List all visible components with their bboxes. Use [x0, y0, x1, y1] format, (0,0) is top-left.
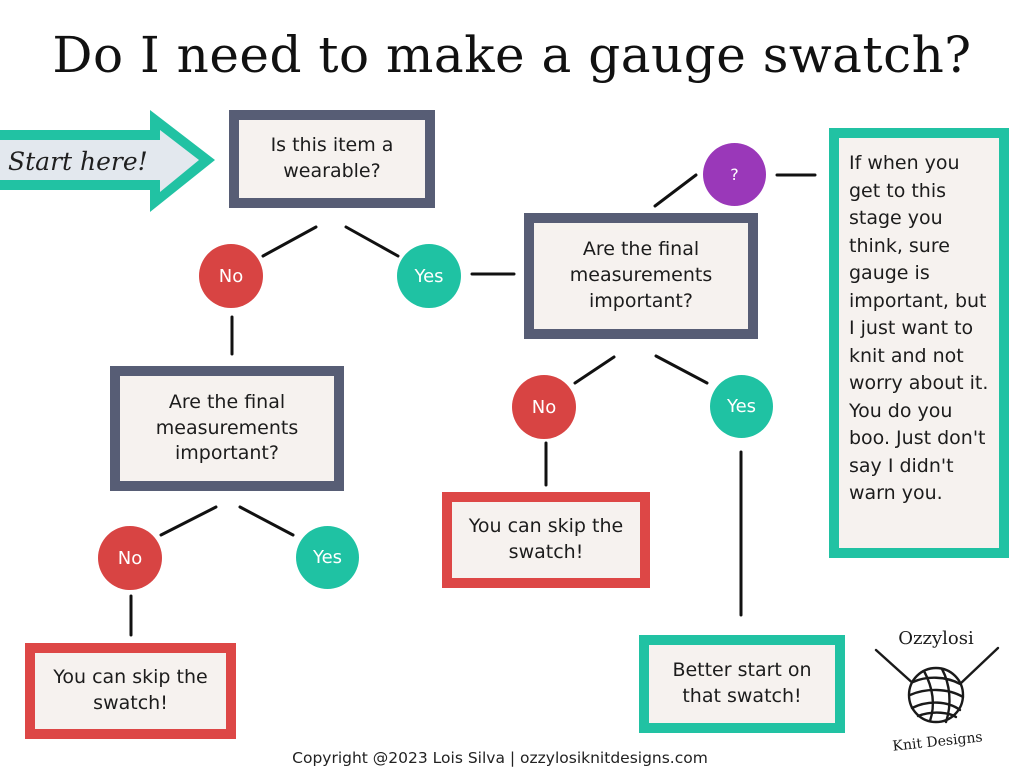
node-skip-left: You can skip the swatch!: [25, 643, 236, 739]
line-left-yes: [238, 505, 295, 537]
line-wearable-yes: [344, 225, 400, 258]
brand-logo: Ozzylosi Knit Designs: [874, 628, 1000, 755]
answer-yes-wearable: Yes: [397, 244, 461, 308]
node-measure-right: Are the final measurements important?: [524, 213, 758, 339]
answer-yes-left: Yes: [296, 526, 359, 589]
answer-no-left: No: [98, 526, 162, 590]
footer-copyright: Copyright @2023 Lois Silva | ozzylosikni…: [292, 749, 708, 767]
node-start-swatch: Better start on that swatch!: [639, 635, 845, 733]
line-wearable-no: [261, 225, 318, 258]
line-measure-question: [653, 173, 698, 208]
line-measure-yes: [654, 354, 709, 385]
node-wearable: Is this item a wearable?: [229, 110, 435, 208]
question-circle: ?: [703, 143, 766, 206]
node-measure-left-text: Are the final measurements important?: [155, 390, 299, 465]
node-skip-left-text: You can skip the swatch!: [53, 666, 208, 714]
node-start-swatch-text: Better start on that swatch!: [672, 659, 812, 707]
node-skip-right-text: You can skip the swatch!: [468, 515, 624, 563]
start-arrow: [0, 110, 215, 212]
chart-title: Do I need to make a gauge swatch?: [52, 26, 972, 84]
line-left-no: [159, 505, 218, 537]
node-wearable-text: Is this item a wearable?: [270, 134, 394, 182]
node-skip-right: You can skip the swatch!: [442, 492, 650, 588]
answer-yes-right: Yes: [710, 375, 773, 438]
node-measure-right-text: Are the final measurements important?: [569, 238, 713, 312]
answer-no-right: No: [512, 375, 576, 439]
start-label: Start here!: [8, 147, 148, 176]
line-measure-no: [573, 355, 616, 385]
logo-name: Ozzylosi: [898, 628, 974, 649]
yarn-ball-icon: [874, 646, 1000, 724]
node-measure-left: Are the final measurements important?: [110, 366, 344, 491]
answer-no-wearable: No: [199, 244, 263, 308]
connector-lines: [129, 173, 817, 637]
side-note: If when you get to this stage you think,…: [829, 128, 1009, 558]
